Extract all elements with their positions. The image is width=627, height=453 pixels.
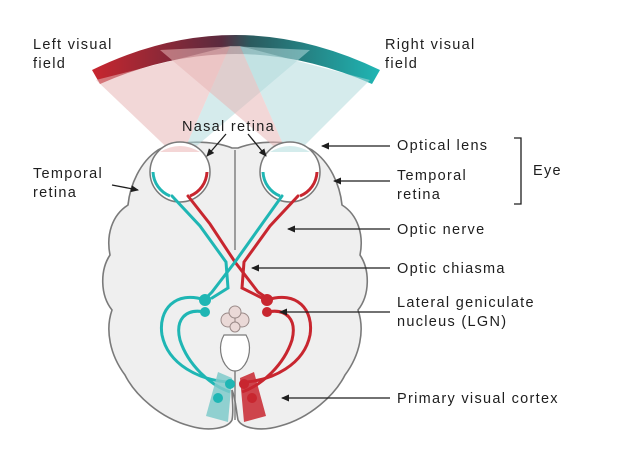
arrow-left-icon <box>206 133 227 157</box>
temporal-retina-left-label: Temporal <box>33 166 103 182</box>
eye-label: Eye <box>533 163 562 179</box>
visual-field-arc <box>92 35 380 84</box>
right-visual-field-label: field <box>385 56 418 72</box>
midbrain-lobe <box>228 305 242 319</box>
cortex-terminal <box>239 379 249 389</box>
lgn-label: Lateral geniculate <box>397 295 535 311</box>
optic-chiasma-label: Optic chiasma <box>397 261 506 277</box>
arrow-left-icon <box>111 184 139 193</box>
nasal-retina-label: Nasal retina <box>182 119 275 135</box>
right-eye-nasal-fiber <box>202 194 284 302</box>
optic-nerve-label: Optic nerve <box>397 222 485 238</box>
temporal-retina-right-label: retina <box>397 187 441 203</box>
optical-lens-label: Optical lens <box>397 138 488 154</box>
primary-visual-cortex-label: Primary visual cortex <box>397 391 559 407</box>
arrow-left-icon <box>247 133 267 157</box>
temporal-retina-left-label: retina <box>33 185 77 201</box>
cortex-terminal <box>247 393 257 403</box>
lgn-label: nucleus (LGN) <box>397 314 507 330</box>
left-visual-field-label: field <box>33 56 66 72</box>
right-eye <box>259 141 321 203</box>
right-visual-field-label: Right visual <box>385 37 476 53</box>
cortex-terminal <box>213 393 223 403</box>
left-optic-radiation <box>177 309 231 394</box>
right-eye-temporal-fiber <box>240 194 300 300</box>
right-eye-field-cone-nasal <box>160 46 290 160</box>
brainstem <box>219 334 251 372</box>
eye-bracket <box>514 137 522 205</box>
right-optic-radiation <box>245 295 313 384</box>
left-visual-field-label: Left visual <box>33 37 113 53</box>
right-eye-field-cone-temporal <box>240 46 370 160</box>
temporal-retina-right-label: Temporal <box>397 168 467 184</box>
left-eye <box>149 141 211 203</box>
cortex-terminal <box>225 379 235 389</box>
left-eye-temporal-fiber <box>170 194 230 300</box>
midbrain-lobe <box>229 321 241 333</box>
